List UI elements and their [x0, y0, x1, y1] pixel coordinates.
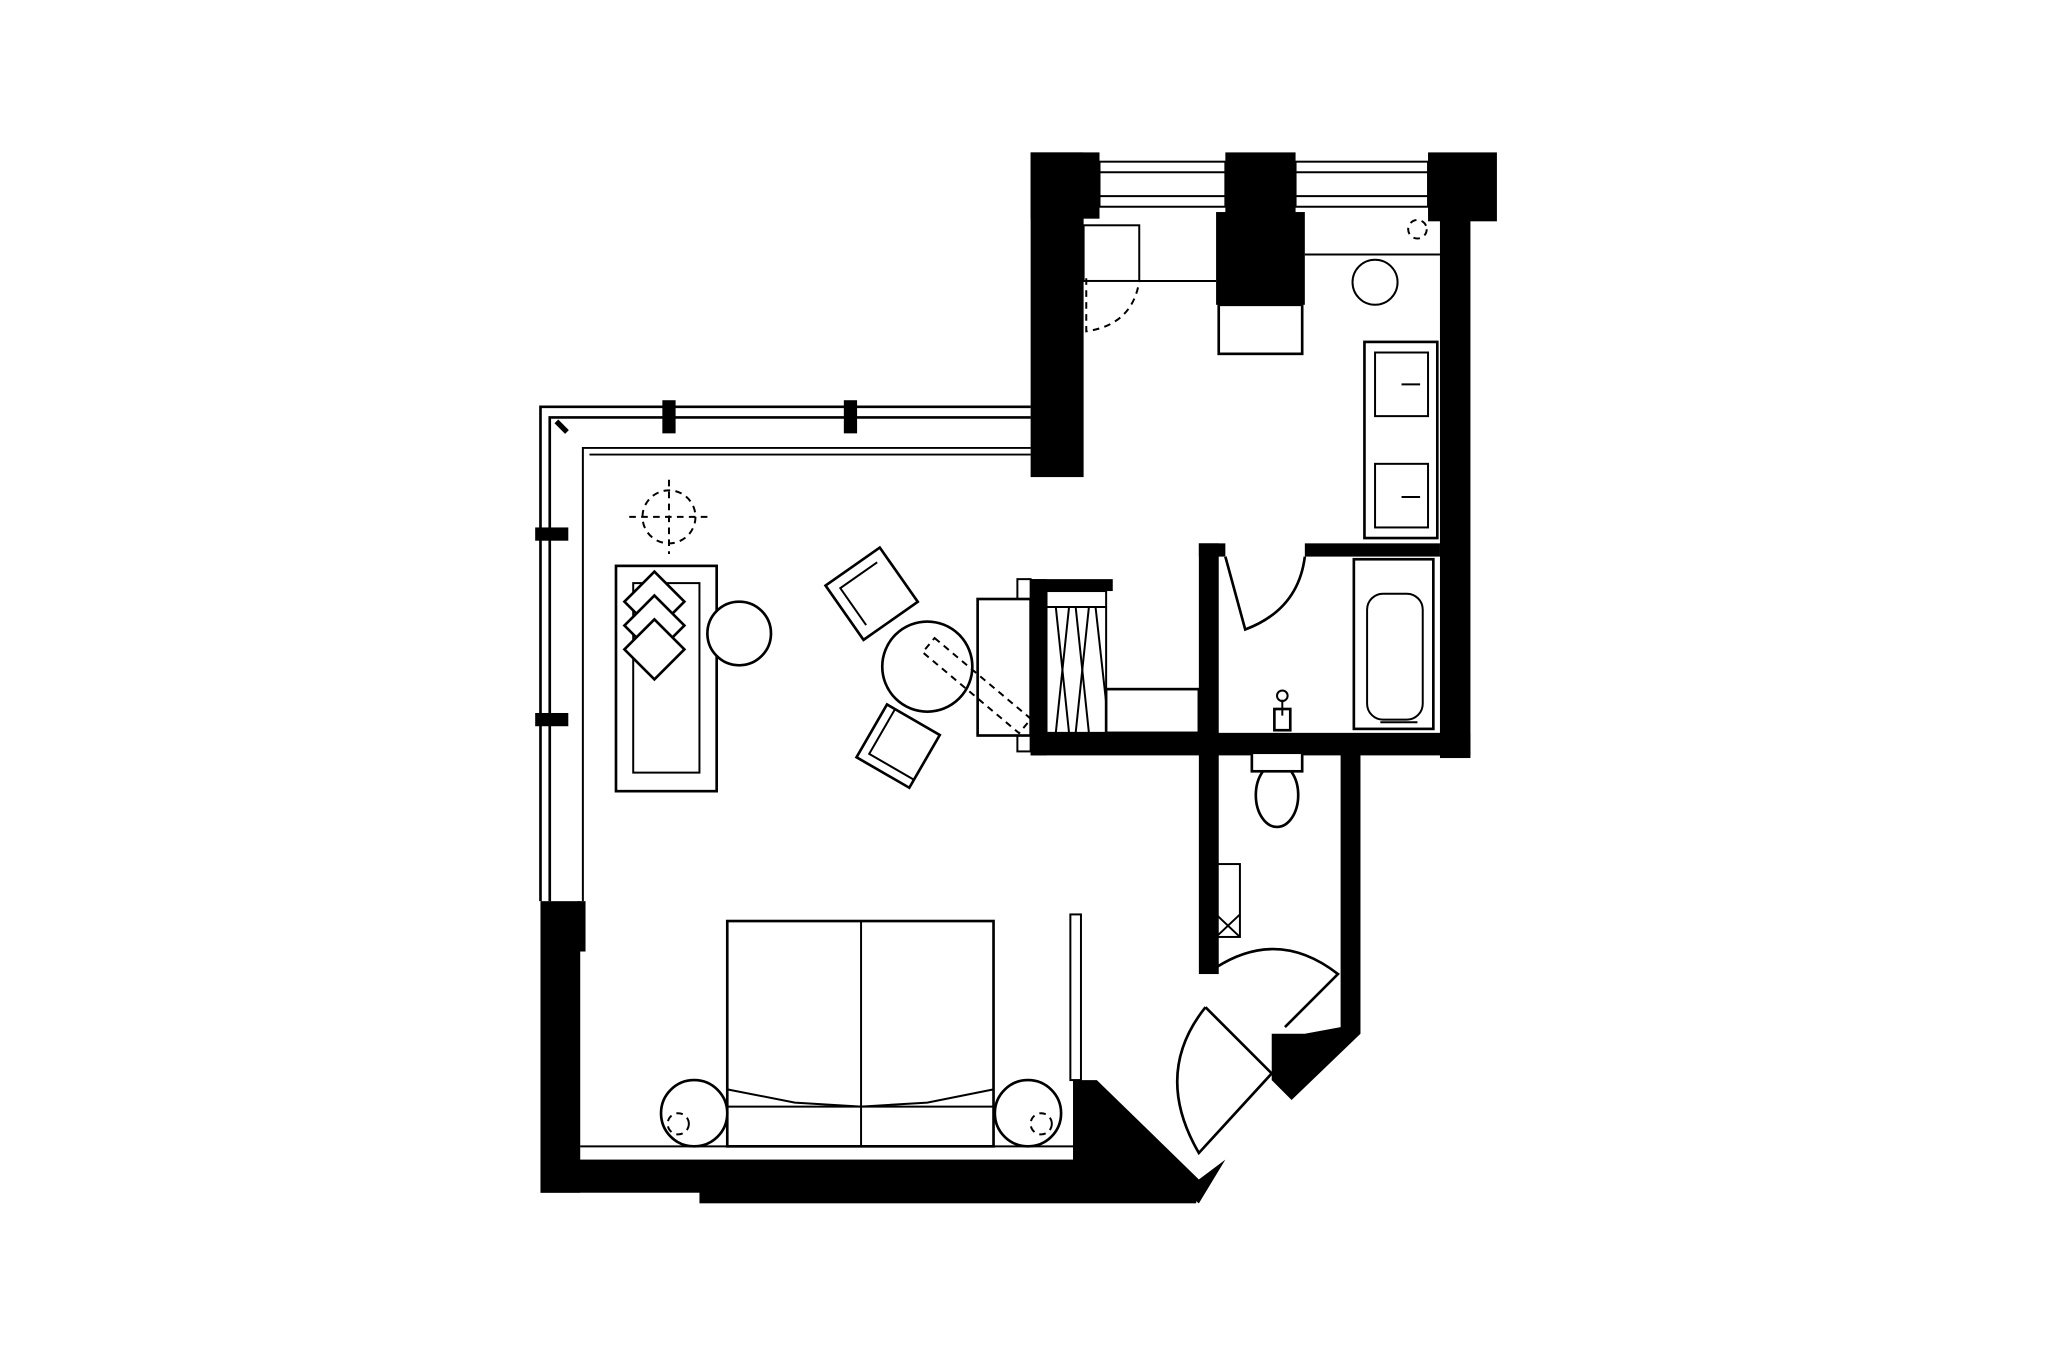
toilet: [1254, 762, 1300, 829]
wall-bath-bottom: [1030, 732, 1471, 756]
shelf: [1082, 224, 1141, 282]
wall-bath-top-b: [1304, 543, 1440, 557]
wall-column: [1216, 212, 1305, 305]
tv-unit: [921, 636, 1033, 735]
wall-closet-top: [1030, 579, 1113, 592]
wall-top-left-pier: [1030, 152, 1100, 219]
wall-right: [1439, 212, 1471, 759]
sink-1: [1374, 351, 1430, 418]
walls: [540, 152, 1497, 1204]
wall-bottom-lower: [699, 1186, 1197, 1204]
armchair-1: [823, 545, 920, 642]
wall-bath-top-a: [1198, 543, 1226, 557]
wall-closet-left: [1030, 579, 1047, 756]
bath-door-swing: [1224, 556, 1307, 632]
entrance-door-swing: [1175, 1006, 1274, 1156]
wall-top-right-pier: [1428, 152, 1497, 222]
cushions: [622, 569, 687, 682]
wall-wc-right: [1340, 748, 1361, 1034]
nightstand-left: [659, 1078, 729, 1148]
wall-bath-divider: [1198, 543, 1219, 756]
wall-top-column: [1225, 152, 1296, 219]
floor-lamp: [629, 479, 709, 554]
wc-shelf: [1215, 863, 1241, 938]
round-table: [880, 620, 974, 713]
nightstand-right: [993, 1078, 1063, 1148]
wall-entrance-right: [1271, 1027, 1361, 1100]
wall-stub: [577, 901, 586, 952]
vanity: [1363, 340, 1439, 540]
sink-2: [1374, 462, 1430, 529]
living-furniture: [614, 479, 1033, 793]
round-stool: [1351, 258, 1399, 306]
bath-bench: [1217, 303, 1304, 356]
bathtub: [1352, 557, 1435, 731]
desk: [976, 597, 1032, 737]
bed-area: [580, 913, 1082, 1148]
bathroom-fixtures: [1082, 218, 1440, 1156]
wall-panel: [1069, 913, 1082, 1082]
wall-diagonal: [1073, 1080, 1226, 1204]
armchair-2: [854, 702, 942, 790]
luggage-rack: [1104, 687, 1201, 735]
side-table: [706, 600, 773, 667]
wall-left: [540, 901, 581, 1193]
wall-wc-left: [1198, 748, 1219, 975]
wc-door-swing: [1215, 947, 1340, 1029]
windows: [535, 160, 1430, 902]
